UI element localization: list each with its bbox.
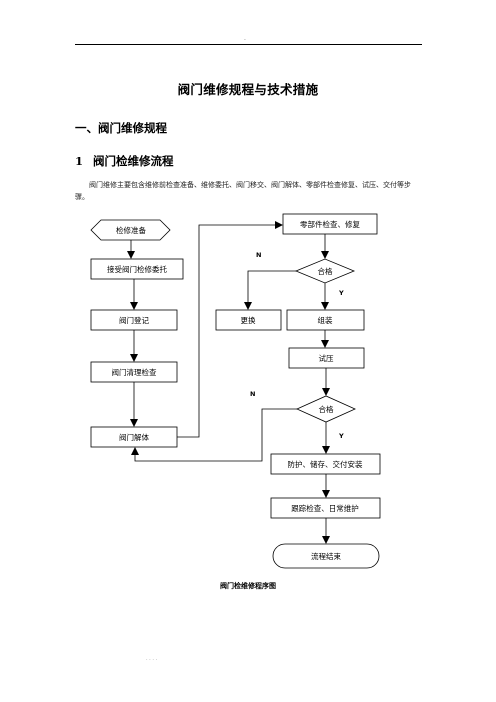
register-node: 阀门登记: [90, 309, 178, 331]
disassemble-node: 阀门解体: [90, 426, 178, 448]
arrow-decision1-replace: [244, 270, 296, 310]
replace-node: 更换: [215, 309, 282, 331]
subsection-heading: 1 阀门检维修流程: [75, 153, 174, 169]
clean-node: 阀门清理检查: [90, 361, 178, 383]
clean-label: 阀门清理检查: [112, 367, 157, 377]
accept-node: 接受阀门检修委托: [90, 258, 184, 280]
replace-label: 更换: [241, 315, 256, 325]
decision2-label: 合格: [319, 404, 334, 414]
register-label: 阀门登记: [119, 315, 149, 325]
header-rule: [75, 44, 422, 45]
disassemble-label: 阀门解体: [119, 432, 149, 442]
parts-check-node: 零部件检查、修复: [282, 213, 378, 235]
document-title: 阀门维修规程与技术措施: [177, 82, 319, 97]
accept-label: 接受阀门检修委托: [107, 264, 167, 274]
arrow-disassemble-parts: [177, 221, 283, 438]
parts-check-label: 零部件检查、修复: [300, 219, 360, 229]
arrow-decision2-disassemble: [131, 408, 297, 462]
protect-label: 防护、储存、交付安装: [288, 459, 363, 469]
track-node: 跟踪检查、日常维护: [270, 497, 381, 519]
section-heading: 一、阀门维修规程: [75, 121, 167, 135]
assemble-label: 组装: [318, 315, 333, 325]
decision1-label: 合格: [318, 266, 333, 276]
assemble-node: 组装: [286, 309, 365, 331]
footer-mark: . . . .: [146, 656, 158, 662]
header-mark: .: [244, 35, 246, 42]
decision1-node: 合格: [294, 258, 356, 284]
decision1-no-label: N: [256, 251, 261, 259]
protect-node: 防护、储存、交付安装: [270, 453, 381, 475]
figure-caption: 阀门检维修程序图: [220, 581, 276, 590]
track-label: 跟踪检查、日常维护: [291, 503, 359, 513]
prep-label: 检修准备: [116, 225, 146, 235]
decision2-no-label: N: [250, 390, 255, 398]
pressure-test-label: 试压: [319, 353, 334, 363]
pressure-test-node: 试压: [288, 347, 365, 369]
decision2-yes-label: Y: [338, 432, 344, 440]
decision2-node: 合格: [296, 395, 356, 423]
intro-paragraph: 阀门维修主要包含维修前检查准备、维修委托、阀门移交、阀门解体、零部件检查修复、试…: [75, 181, 411, 201]
end-node: 流程结束: [272, 543, 380, 569]
end-label: 流程结束: [311, 551, 341, 561]
subsection-title: 阀门检维修流程: [93, 154, 174, 168]
subsection-number: 1: [75, 154, 84, 168]
prep-node: 检修准备: [90, 219, 171, 241]
decision1-yes-label: Y: [338, 289, 344, 297]
